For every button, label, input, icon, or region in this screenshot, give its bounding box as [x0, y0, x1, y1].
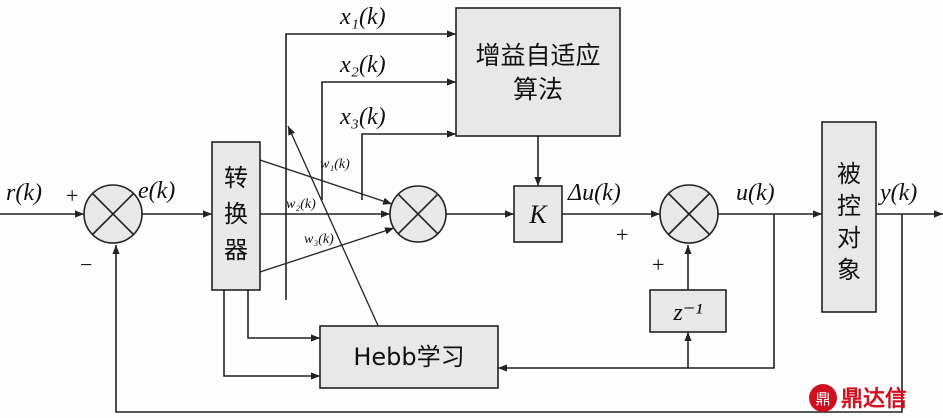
sum-junction-2 — [389, 185, 447, 243]
signal-u-label: u(k) — [736, 180, 775, 206]
plant-label-char-4: 象 — [837, 256, 861, 284]
wire-u-to-hebb — [498, 214, 775, 372]
converter-label-char-1: 转 — [224, 164, 248, 192]
signal-x2-label: x₂(k) — [339, 52, 386, 78]
plant-block — [821, 121, 877, 313]
signal-e-label: e(k) — [138, 178, 175, 204]
weight-w2-label: w₂(k) — [286, 197, 316, 212]
watermark-logo-glyph: 鼎 — [815, 390, 830, 408]
wire-w3-fan — [259, 227, 395, 273]
sum1-minus-sign: − — [80, 252, 92, 277]
wire-w1-fan — [259, 159, 393, 205]
gain-adapt-label-line2: 算法 — [513, 75, 563, 104]
sum-junction-3 — [659, 184, 719, 244]
sum1-plus-sign: + — [66, 183, 78, 208]
sum3-plus-left-sign: + — [616, 222, 628, 247]
hebb-adjust-arrow — [287, 125, 381, 331]
signal-x1-label: x₁(k) — [339, 4, 386, 30]
gain-adapt-block — [455, 7, 621, 137]
delay-block — [649, 289, 727, 333]
wire-converter-to-hebb-1 — [247, 290, 320, 342]
wire-x1 — [285, 30, 456, 300]
wire-y-feedback — [112, 214, 903, 413]
weight-w1-label: w₁(k) — [320, 157, 350, 172]
signal-x3-label: x₃(k) — [339, 104, 386, 130]
gain-k-label: K — [528, 200, 548, 229]
plant-label-char-1: 被 — [837, 160, 861, 188]
watermark-text: 鼎达信 — [841, 386, 907, 412]
delay-label: z⁻¹ — [672, 300, 702, 326]
gain-adapt-label-line1: 增益自适应 — [475, 41, 600, 70]
weight-w3-label: w₃(k) — [304, 232, 334, 247]
wire-x2 — [321, 78, 456, 200]
wire-x3 — [361, 130, 456, 200]
converter-label-char-3: 器 — [224, 236, 248, 264]
converter-label-char-2: 换 — [224, 200, 248, 228]
hebb-block — [319, 325, 499, 389]
sum-junction-1 — [83, 184, 143, 244]
wire-converter-to-hebb-2 — [223, 290, 320, 380]
plant-label-char-3: 对 — [837, 224, 861, 252]
plant-label-char-2: 控 — [837, 192, 861, 220]
hebb-label: Hebb学习 — [353, 343, 464, 371]
converter-block — [211, 141, 261, 291]
gain-k-block — [513, 185, 563, 243]
signal-r-label: r(k) — [6, 180, 42, 206]
sum3-plus-bottom-sign: + — [652, 252, 664, 277]
signal-du-label: Δu(k) — [567, 180, 621, 206]
watermark-logo: 鼎 — [809, 384, 837, 412]
signal-y-label: y(k) — [878, 180, 917, 206]
